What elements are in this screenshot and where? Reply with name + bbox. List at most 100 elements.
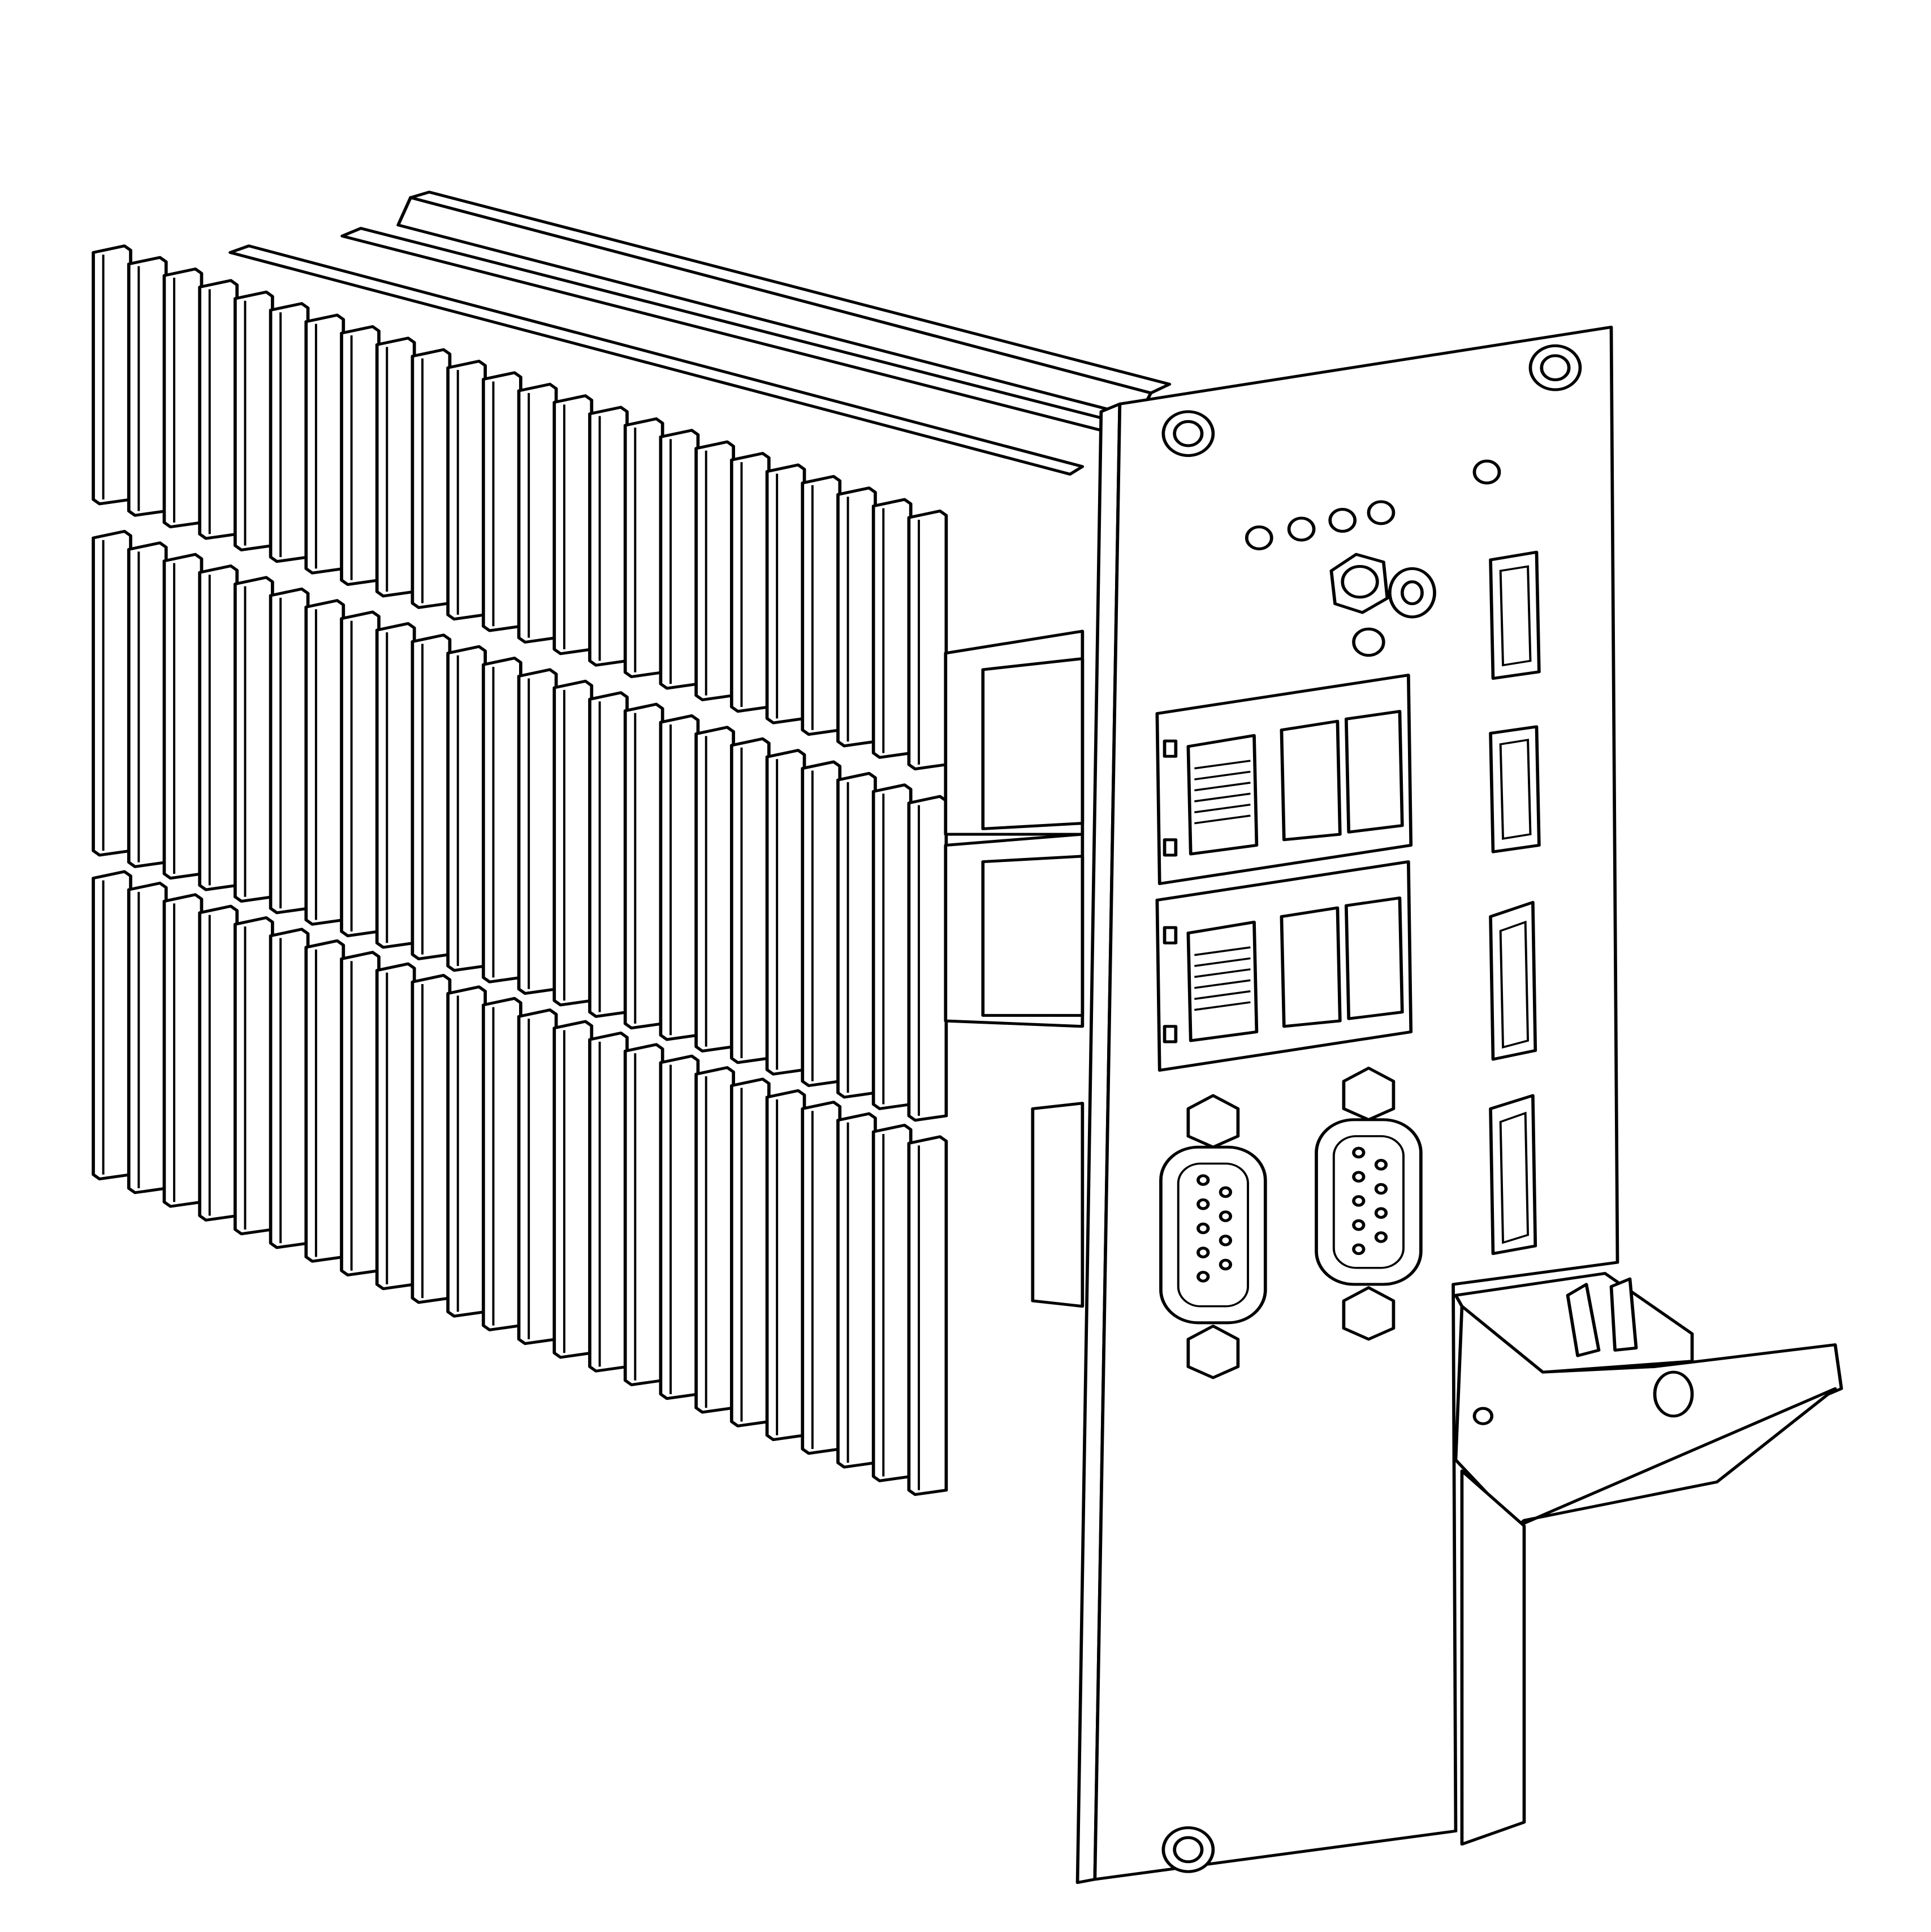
heatsink-fin (801, 760, 842, 1088)
heatsink-fin (304, 939, 345, 1263)
activity-led (1163, 838, 1178, 857)
heatsink-fin (198, 564, 239, 891)
heatsink-fin (729, 452, 771, 713)
heatsink-fin (836, 1112, 877, 1469)
heatsink-fin (375, 622, 416, 949)
jack-pin (1194, 803, 1251, 813)
usb-a-icon (1280, 719, 1342, 842)
heatsink-fin (871, 1123, 913, 1482)
status-led (1352, 627, 1385, 657)
heatsink-fin (517, 668, 558, 995)
jack-pin (1194, 1001, 1251, 1011)
heatsink-fin (340, 325, 381, 586)
heatsink-fin (162, 553, 204, 880)
heatsink-fin (552, 679, 594, 1007)
db9-pin (1374, 1183, 1388, 1195)
heatsink-fin (375, 337, 416, 598)
db9-pin (1374, 1159, 1388, 1171)
heatsink-fin (552, 394, 594, 656)
heatsink-fin (304, 313, 345, 575)
usb-a-icon (1280, 906, 1342, 1028)
jack-pin (1194, 760, 1251, 770)
heatsink-fin (446, 985, 487, 1318)
heatsink-fin (623, 702, 664, 1030)
usb-a-icon (1344, 710, 1404, 834)
heatsink-fin (623, 1043, 664, 1386)
db9-pin (1374, 1231, 1388, 1243)
db9-pin (1219, 1186, 1233, 1198)
heatsink-fin (162, 893, 204, 1208)
db9-pin (1374, 1207, 1388, 1219)
screw-hole (1173, 1836, 1204, 1864)
heatsink-fin (623, 417, 664, 679)
heatsink-fin (907, 795, 948, 1122)
db9-pin (1352, 1219, 1366, 1231)
db9-pin (1352, 1195, 1366, 1207)
db9-pin (1196, 1270, 1210, 1283)
heatsink-fin (517, 1008, 558, 1346)
heatsink-fin (694, 726, 735, 1053)
db9-pin (1196, 1222, 1210, 1235)
hex-standoff-icon (1342, 1286, 1396, 1341)
hex-standoff-icon (1186, 1094, 1240, 1149)
heatsink-fin (127, 541, 168, 868)
db9-pin (1196, 1198, 1210, 1210)
led-1 (1245, 525, 1273, 550)
heatsink-fin (694, 440, 735, 701)
heatsink-fin (92, 870, 132, 1181)
serial-db9-connectors (1159, 1066, 1423, 1379)
ethernet-jack-icon (1186, 734, 1259, 856)
heatsink (92, 244, 948, 1497)
heatsink-fin (269, 587, 310, 915)
db9-pin (1196, 1247, 1210, 1258)
heatsink-fin (481, 371, 522, 632)
db9-pin (1219, 1258, 1233, 1271)
heatsink-fin (198, 279, 239, 540)
heatsink-fin (659, 714, 700, 1041)
jack-pin (1194, 968, 1251, 978)
led-3 (1328, 508, 1357, 533)
heatsink-fin (92, 529, 132, 857)
heatsink-fin (729, 737, 771, 1064)
db9-pin (1196, 1174, 1210, 1186)
heatsink-fin (694, 1066, 735, 1414)
heatsink-fin (411, 633, 452, 960)
heatsink-fin (446, 645, 487, 972)
heatsink-fin (765, 1089, 806, 1442)
jack-pin (1194, 792, 1251, 803)
heatsink-fin (907, 509, 948, 771)
heatsink-fin (729, 1077, 771, 1428)
led-2 (1287, 516, 1316, 542)
jack-pin (1194, 990, 1251, 1000)
jack-pin (1194, 770, 1251, 780)
heatsink-fin (871, 498, 913, 759)
db9-pin (1219, 1234, 1233, 1247)
heatsink-fin (234, 576, 274, 903)
db9-pin (1352, 1146, 1366, 1159)
heatsink-fin (92, 244, 132, 506)
jack-pin (1194, 946, 1251, 956)
db9-pin (1352, 1243, 1366, 1256)
heatsink-fin (446, 360, 487, 621)
screw-hole (1540, 354, 1571, 382)
db9-pin (1352, 1171, 1366, 1183)
jack-pin (1194, 957, 1251, 967)
usb-ports (1489, 550, 1541, 853)
heatsink-fin (127, 881, 168, 1194)
db9-shell (1159, 1145, 1267, 1325)
heatsink-fin (907, 1135, 948, 1497)
heatsink-fin (127, 256, 168, 517)
heatsink-fin (411, 348, 452, 609)
heatsink-fin (836, 771, 877, 1099)
usb-a-icon (1344, 896, 1404, 1020)
heatsink-fin (375, 962, 416, 1291)
heatsink-fin (588, 406, 629, 667)
heatsink-fin (765, 463, 806, 724)
ethernet-usb-ports (1155, 674, 1413, 1072)
db9-shell (1315, 1118, 1423, 1286)
db9-insert (1332, 1135, 1405, 1269)
heatsink-fin (411, 973, 452, 1304)
db9-pin (1219, 1210, 1233, 1222)
